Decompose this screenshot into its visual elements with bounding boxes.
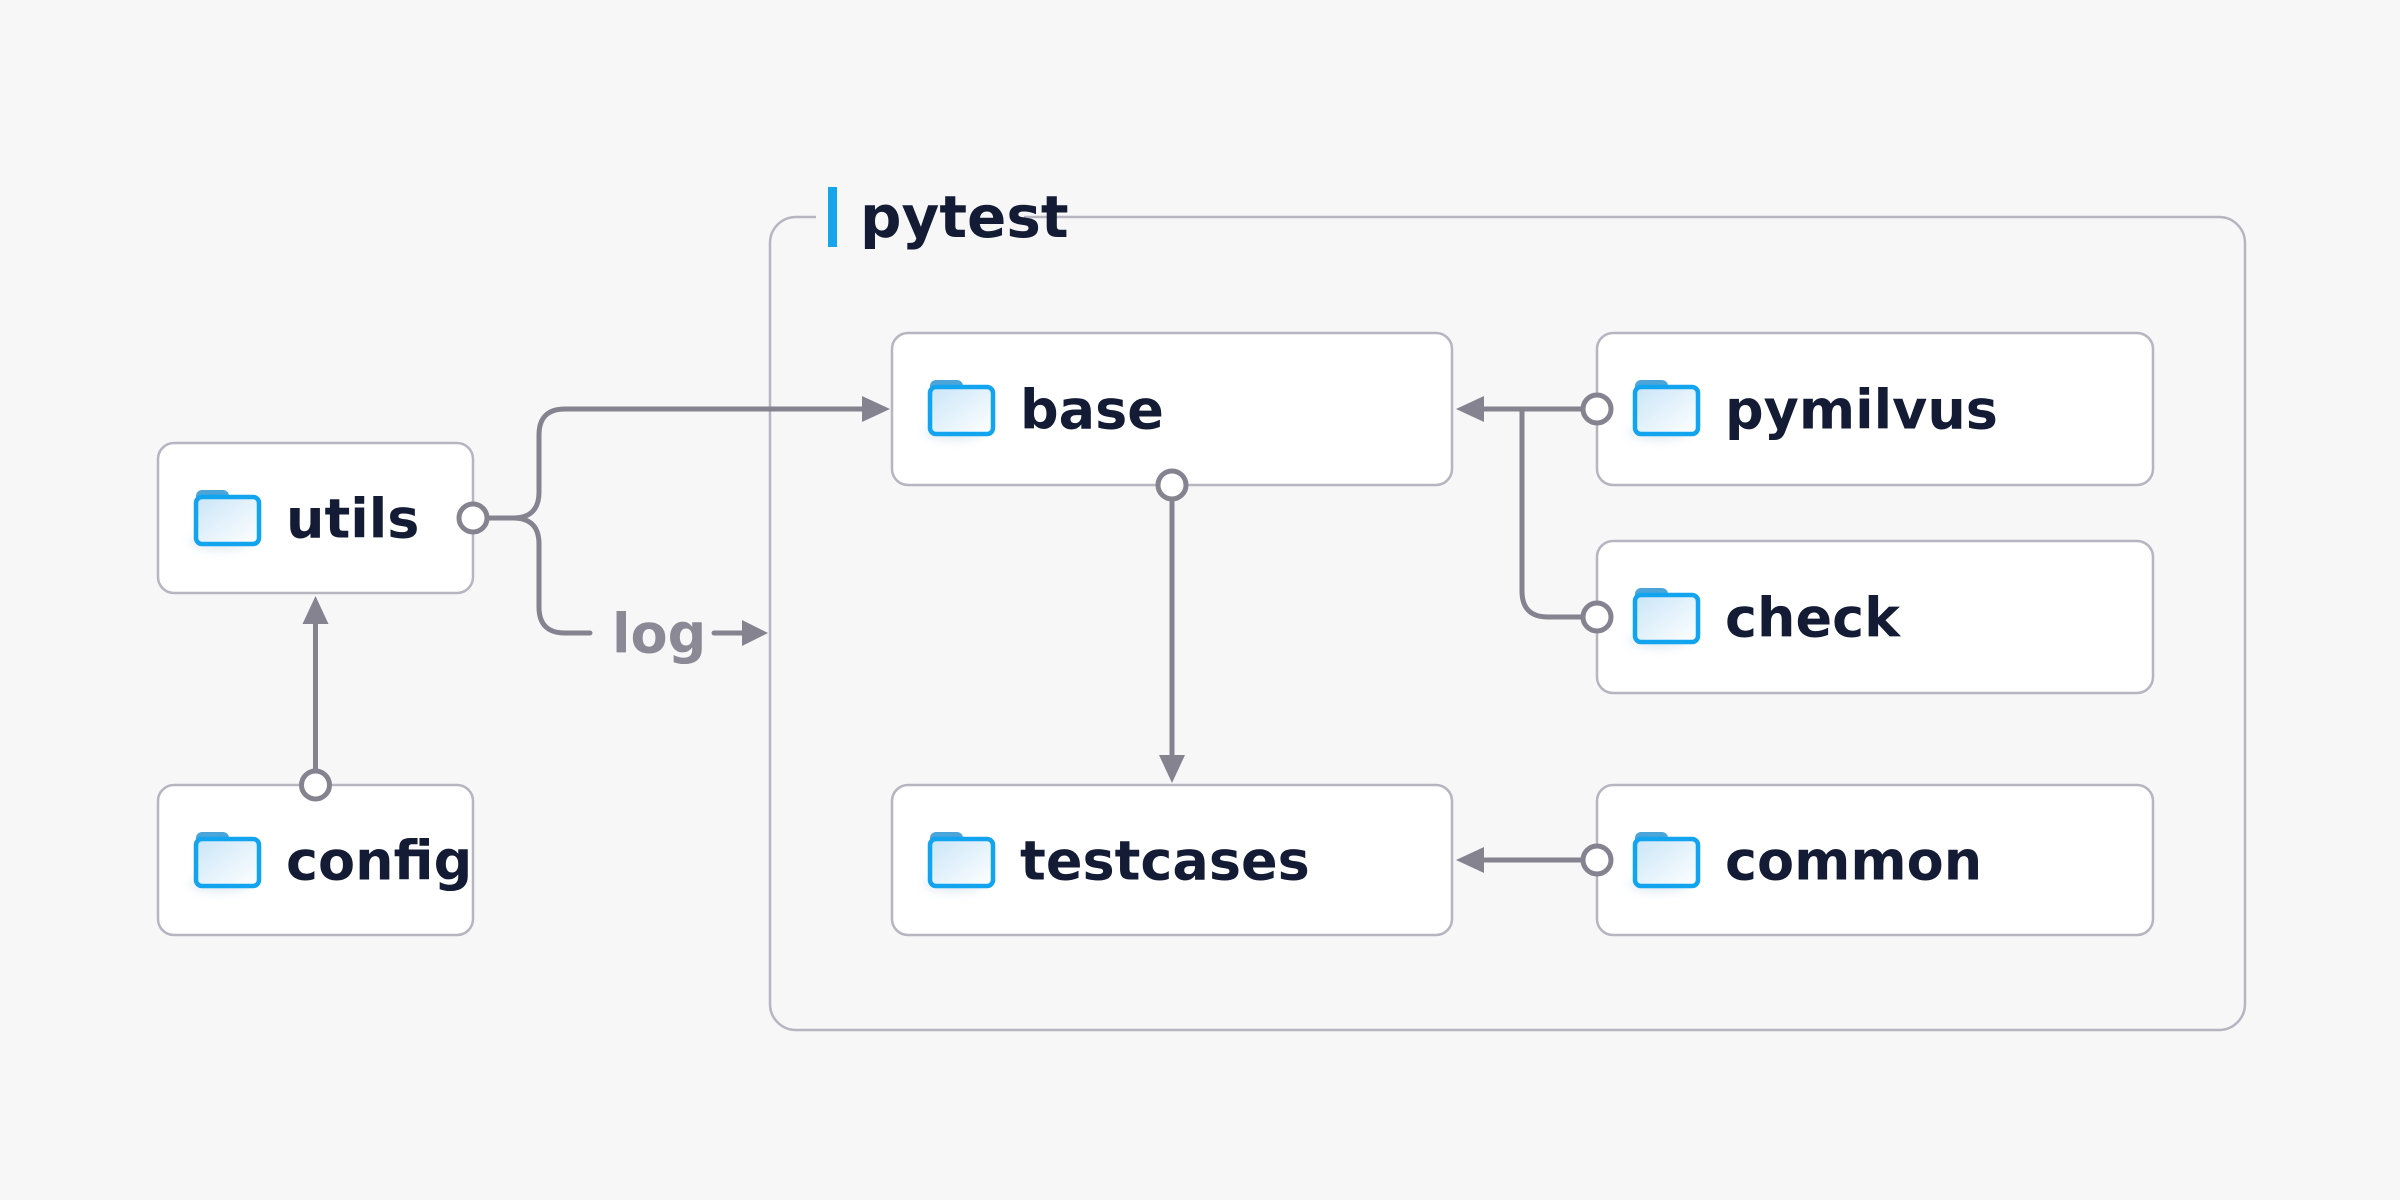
node-utils-label: utils [286,488,419,551]
node-config: config [156,783,475,937]
edge-check-base [1519,408,1614,634]
folder-icon [1629,832,1698,892]
node-testcases: testcases [890,783,1454,937]
connector-dot-base [1155,468,1189,502]
arrowhead-into-testcases-right [1456,847,1484,873]
arrowhead-into-base-right [1456,396,1484,422]
edge-config-utils [299,596,332,802]
node-check: check [1595,539,2155,695]
node-common-label: common [1725,830,1982,893]
edge-common-testcases [1456,843,1614,877]
connector-dot-config [299,768,332,802]
node-testcases-box [890,783,1454,937]
node-pymilvus: pymilvus [1595,331,2155,487]
arrowhead-into-pytest-group [742,620,768,646]
folder-icon [924,832,993,892]
connector-dot-utils [456,501,490,535]
connector-dot-pymilvus [1580,392,1614,426]
edge-pymilvus-base [1456,392,1614,426]
pytest-group-label: pytest [860,183,1069,251]
edge-utils-log-line [510,515,593,636]
node-pymilvus-label: pymilvus [1725,379,1998,442]
node-utils: utils [156,441,475,595]
pytest-group-accent-bar [828,187,837,247]
node-common: common [1595,783,2155,937]
folder-icon [1629,588,1698,648]
arrowhead-into-utils [302,596,329,624]
pytest-group-border [768,215,2247,1032]
node-config-label: config [286,830,472,893]
folder-icon [190,490,259,550]
arrowhead-into-base-left [862,396,890,422]
edge-check-base-line [1519,408,1584,620]
edge-utils-base [486,396,890,521]
folder-icon [190,832,259,892]
node-testcases-label: testcases [1020,830,1310,893]
node-check-label: check [1725,587,1901,650]
connector-dot-common [1580,843,1614,877]
edge-base-testcases [1155,468,1189,783]
pytest-group-label-mask [816,203,1024,233]
edge-utils-base-line [486,406,865,521]
edge-label-log: log [612,603,706,666]
connector-dot-check [1580,600,1614,634]
node-base: base [890,331,1454,487]
arrowhead-into-testcases-top [1159,755,1185,783]
folder-icon [924,380,993,440]
folder-icon [1629,380,1698,440]
edge-utils-log: log [456,501,768,666]
pytest-group: pytest [768,183,2247,1032]
node-base-label: base [1020,379,1164,442]
